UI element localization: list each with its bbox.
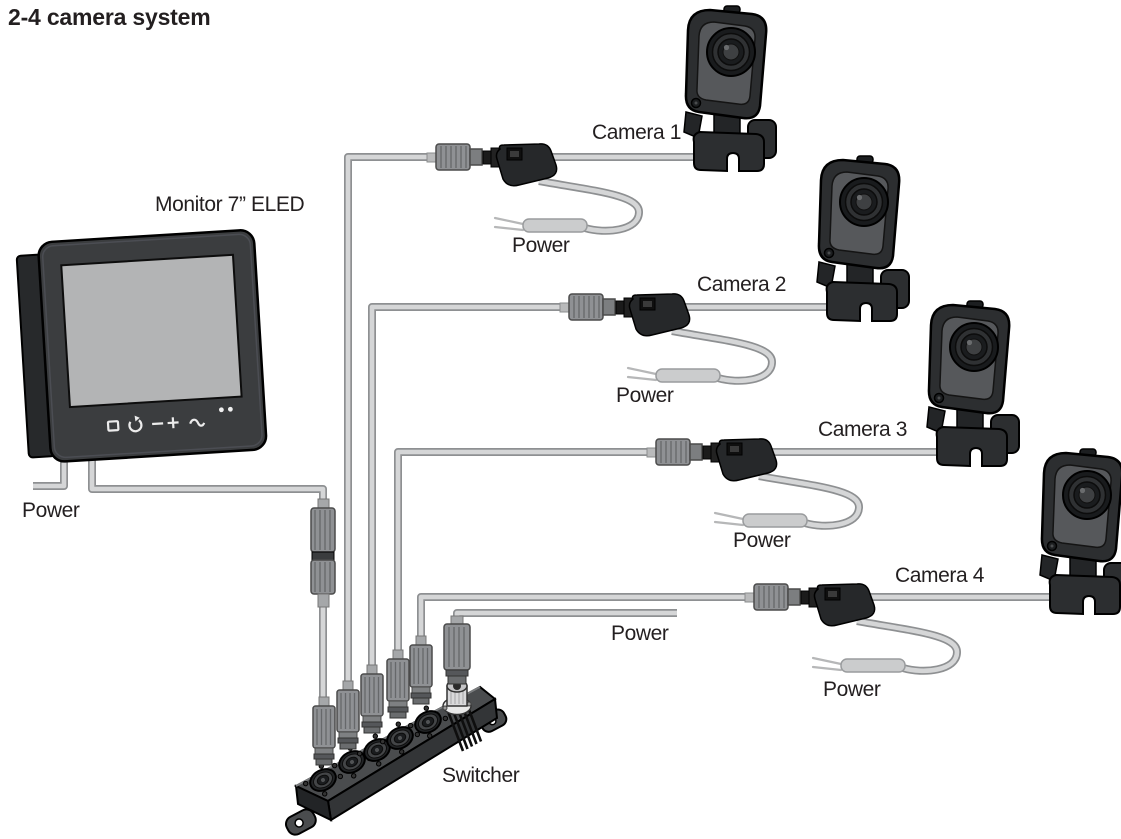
switcher-label: Switcher bbox=[442, 764, 520, 787]
camera4-label: Camera 4 bbox=[895, 564, 985, 587]
camera3-power-label: Power bbox=[733, 529, 791, 552]
enter-icon bbox=[189, 418, 206, 427]
switcher-plug-3 bbox=[360, 664, 384, 734]
camera3-figure bbox=[925, 299, 1021, 468]
camera2-power-label: Power bbox=[616, 384, 674, 407]
camera2-label: Camera 2 bbox=[697, 273, 787, 296]
camera3-trunk-cable bbox=[394, 448, 647, 652]
switcher-plug-4 bbox=[386, 649, 410, 719]
monitor-controls bbox=[106, 406, 233, 433]
switcher-plug-1 bbox=[312, 696, 336, 766]
switcher-rib-band bbox=[444, 696, 483, 752]
monitor-screen bbox=[60, 253, 243, 409]
page-title: 2-4 camera system bbox=[8, 4, 211, 30]
switcher-device bbox=[284, 679, 508, 836]
minus-icon bbox=[152, 422, 164, 426]
plus-icon bbox=[167, 417, 179, 429]
display-icon bbox=[106, 420, 120, 432]
monitor-figure bbox=[15, 229, 268, 463]
camera3-label: Camera 3 bbox=[818, 418, 908, 441]
led-dots-icon bbox=[218, 406, 233, 413]
switcher-power-plug bbox=[443, 615, 471, 685]
rotate-icon bbox=[128, 415, 143, 433]
monitor-label: Monitor 7” ELED bbox=[155, 193, 305, 216]
camera4-figure bbox=[1038, 447, 1121, 616]
monitor-power-label: Power bbox=[22, 499, 80, 522]
camera1-figure bbox=[682, 4, 778, 173]
inline-extension-connector bbox=[310, 498, 336, 608]
camera1-label: Camera 1 bbox=[592, 121, 682, 144]
switcher-plug-2 bbox=[336, 680, 360, 750]
cables bbox=[33, 153, 1056, 699]
switcher-power-socket bbox=[442, 679, 472, 716]
camera1-power-label: Power bbox=[512, 234, 570, 257]
camera1-trunk-cable bbox=[344, 153, 427, 683]
switcher-plug-5 bbox=[409, 635, 433, 705]
camera2-figure bbox=[815, 154, 911, 323]
camera4-power-label: Power bbox=[823, 678, 881, 701]
switcher-power-label: Power bbox=[611, 622, 669, 645]
